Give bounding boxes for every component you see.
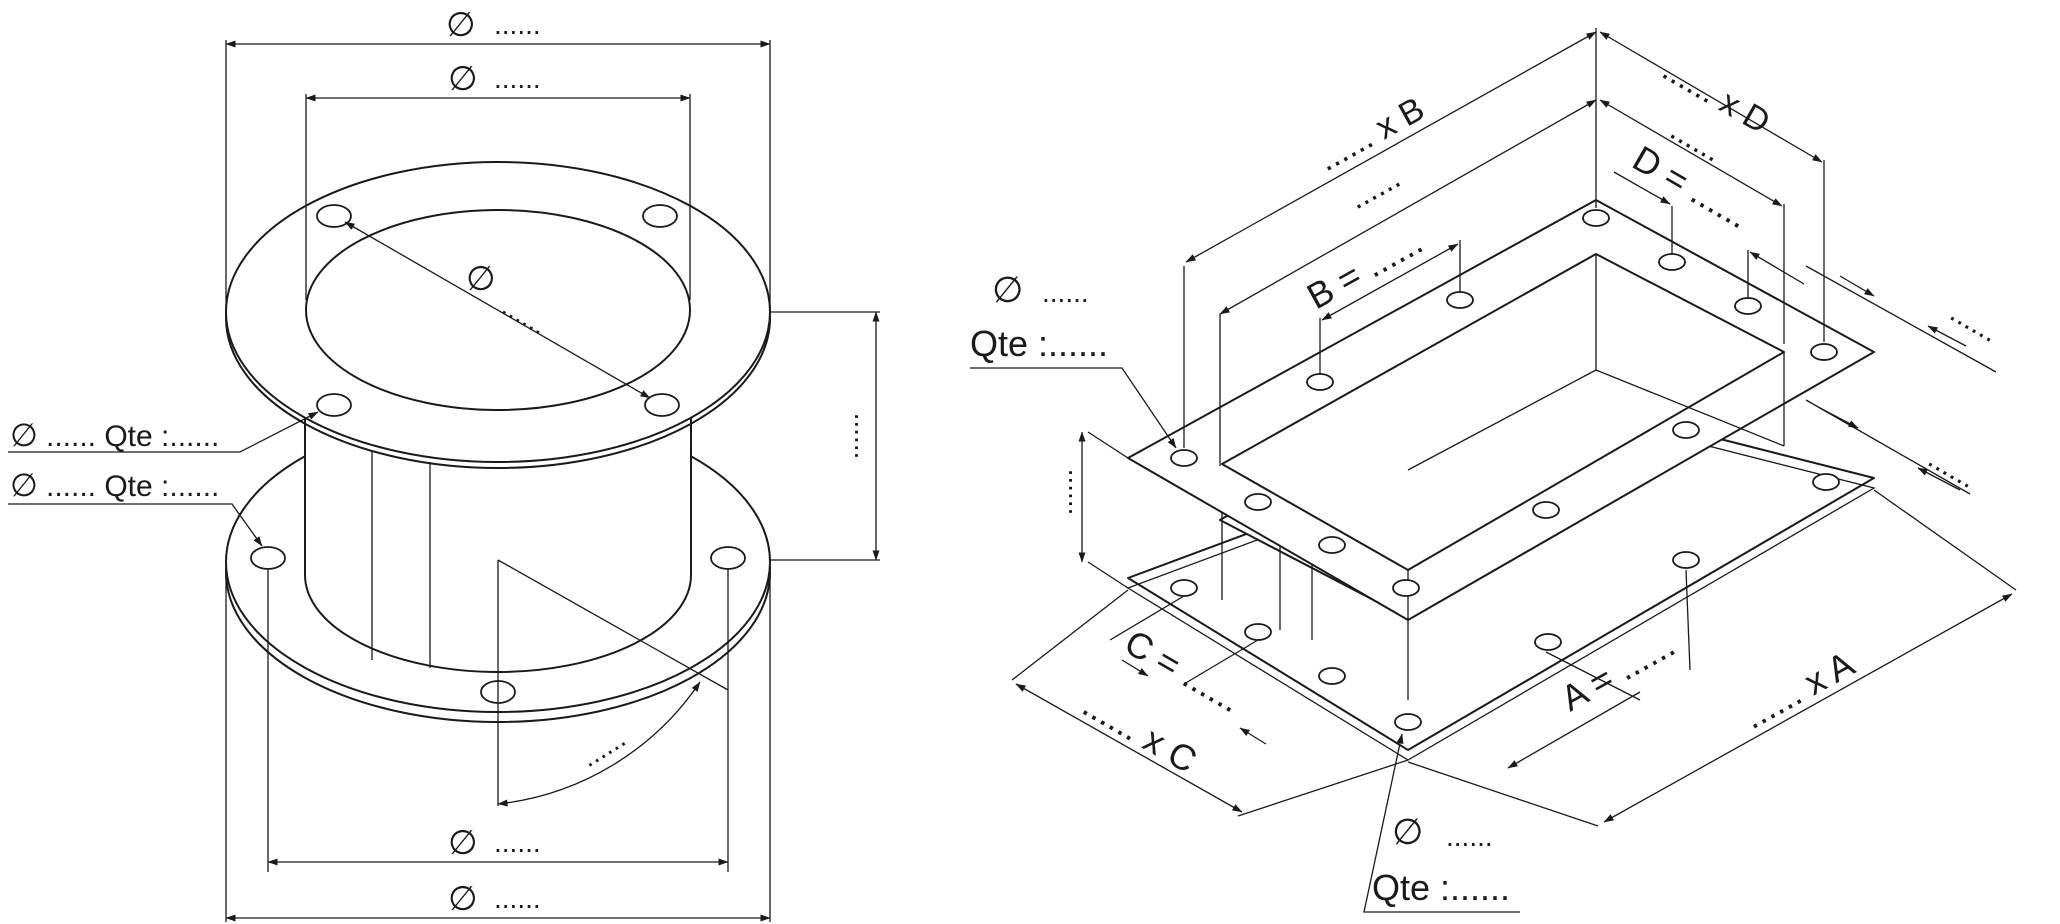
dim-outer-top-diameter: ∅ ...... xyxy=(225,5,771,312)
dim-rect-height: ...... xyxy=(1047,431,1129,589)
phi-symbol: ∅ xyxy=(10,416,38,454)
dim-value: ...... xyxy=(494,63,541,94)
phi-symbol: ∅ xyxy=(448,879,478,919)
dim-value: ...... xyxy=(494,827,541,858)
qte-label: Qte :...... xyxy=(970,323,1108,364)
leader-rect-holes: ∅ ...... Qte :...... xyxy=(970,270,1177,449)
dim-value: ...... xyxy=(833,413,864,460)
dim-value: ...... xyxy=(1042,277,1089,308)
dim-bolt-circle-bottom: ∅ ...... xyxy=(267,568,729,872)
phi-symbol: ∅ xyxy=(466,259,496,299)
dim-value: ...... xyxy=(1945,295,2005,349)
dim-value: ...... xyxy=(1446,821,1493,852)
phi-symbol: ∅ xyxy=(448,59,478,99)
phi-symbol: ∅ xyxy=(10,466,38,504)
rectangular-flanged-sleeve: ...... x B ...... B = ...... ...... x D … xyxy=(970,28,2017,913)
leader-holes-top-flange: ∅ ...... Qte :...... xyxy=(8,411,319,454)
phi-symbol: ∅ xyxy=(446,5,476,45)
dim-value: ...... xyxy=(494,883,541,914)
qte-label: Qte :...... xyxy=(1372,867,1510,908)
cylinder-body xyxy=(304,394,692,673)
top-flange-bore xyxy=(305,209,691,411)
phi-symbol: ∅ xyxy=(448,823,478,863)
dim-outer-bottom-diameter: ∅ ...... xyxy=(225,572,771,922)
qte-label: ...... Qte :...... xyxy=(46,470,219,503)
dim-value: ...... xyxy=(1047,469,1078,516)
dim-value: ...... xyxy=(494,9,541,40)
qte-label: ...... Qte :...... xyxy=(46,420,219,453)
dim-value: ...... xyxy=(1342,159,1406,216)
dim-value: ...... x C xyxy=(1076,683,1204,781)
phi-symbol: ∅ xyxy=(992,270,1023,311)
dim-value: ...... xyxy=(575,722,631,773)
phi-symbol: ∅ xyxy=(1392,812,1423,853)
round-flanged-sleeve: ∅ ...... ∅ ...... ∅ ...... ∅ ...... Qte … xyxy=(8,5,880,922)
leader-bottom-holes: ∅ ...... Qte :...... xyxy=(1363,733,1520,913)
dim-right-offset-top: ...... xyxy=(1805,265,2005,373)
dim-value: ...... xyxy=(1923,441,1983,495)
dim-value: ...... x A xyxy=(1736,643,1861,737)
dim-inner-top-diameter: ∅ ...... xyxy=(305,59,691,300)
leader-holes-bottom-flange: ∅ ...... Qte :...... xyxy=(8,466,263,547)
dim-sleeve-height: ...... xyxy=(770,311,880,561)
